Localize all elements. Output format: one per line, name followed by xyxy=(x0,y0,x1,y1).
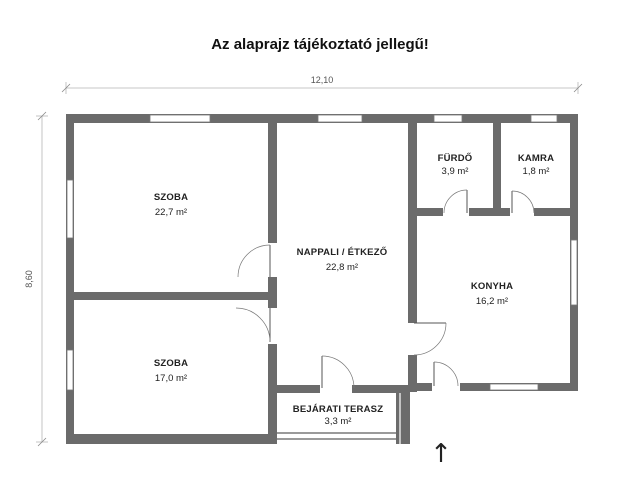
dimension-height: 8,60 xyxy=(24,111,48,447)
room-szoba-2: SZOBA 17,0 m² xyxy=(154,358,188,384)
dimension-height-label: 8,60 xyxy=(24,270,34,288)
room-area: 3,3 m² xyxy=(325,416,352,427)
room-area: 22,7 m² xyxy=(155,207,187,218)
room-konyha: KONYHA 16,2 m² xyxy=(471,281,513,307)
page-title: Az alaprajz tájékoztató jellegű! xyxy=(211,36,429,53)
room-terasz: BEJÁRATI TERASZ 3,3 m² xyxy=(293,404,383,427)
room-furdo: FÜRDŐ 3,9 m² xyxy=(438,152,473,177)
walls xyxy=(66,114,578,444)
entrance-arrow-icon: ↑ xyxy=(430,439,452,469)
room-name: FÜRDŐ xyxy=(438,152,473,164)
room-area: 1,8 m² xyxy=(523,166,550,177)
room-area: 3,9 m² xyxy=(442,166,469,177)
doors xyxy=(235,189,535,393)
terrace-outline xyxy=(277,393,401,444)
room-szoba-1: SZOBA 22,7 m² xyxy=(154,192,188,218)
dimension-width: 12,10 xyxy=(61,75,583,94)
room-name: KONYHA xyxy=(471,281,513,292)
room-area: 16,2 m² xyxy=(476,296,508,307)
room-area: 17,0 m² xyxy=(155,373,187,384)
room-name: SZOBA xyxy=(154,358,188,369)
room-kamra: KAMRA 1,8 m² xyxy=(518,153,554,177)
room-name: SZOBA xyxy=(154,192,188,203)
windows xyxy=(66,114,578,391)
room-name: BEJÁRATI TERASZ xyxy=(293,404,383,415)
room-area: 22,8 m² xyxy=(326,262,358,273)
room-nappali: NAPPALI / ÉTKEZŐ 22,8 m² xyxy=(297,246,388,273)
room-name: KAMRA xyxy=(518,153,554,164)
room-name: NAPPALI / ÉTKEZŐ xyxy=(297,246,388,258)
dimension-width-label: 12,10 xyxy=(311,75,334,85)
